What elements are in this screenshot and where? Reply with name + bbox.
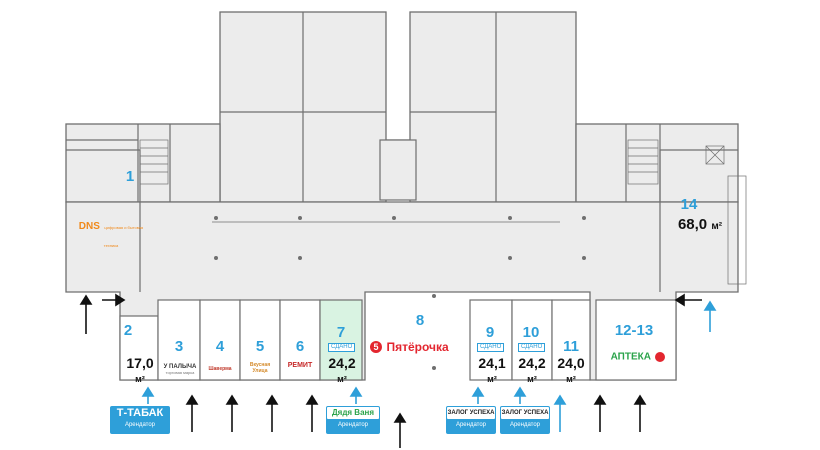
u-palycha-logo: У ПАЛЫЧА торговая марка [163, 364, 197, 375]
unit-area-9: 24,1 м² [478, 355, 506, 384]
tenant-tag-zalog-1: ЗАЛОГ УСПЕХА Арендатор [446, 406, 496, 434]
ramp-right [727, 175, 747, 285]
unit-number-9: 9 [485, 324, 495, 341]
tenant-tag-t-tabak: Т-ТАБАК Арендатор [110, 406, 170, 434]
column [582, 256, 586, 260]
pyaterochka-logo: 5 Пятёрочка [370, 338, 466, 356]
vkusnaya-logo: Вкусная Улица [249, 362, 271, 374]
status-badge-7: СДАНО [328, 343, 356, 352]
elevator [705, 145, 725, 165]
unit-area-14: 68,0 м² [677, 216, 723, 233]
unit-number-7: 7 [336, 324, 346, 341]
room-wing-left [65, 123, 221, 203]
status-badge-10: СДАНО [518, 343, 546, 352]
shop-cell-12-13 [595, 299, 677, 381]
unit-number-3: 3 [174, 338, 184, 355]
room-upper-right [409, 11, 577, 203]
apteka-logo: АПТЕКА [606, 348, 670, 366]
tenant-tag-zalog-2: ЗАЛОГ УСПЕХА Арендатор [500, 406, 550, 434]
shop-cell-6 [279, 299, 321, 381]
unit-number-5: 5 [255, 338, 265, 355]
unit-number-8: 8 [415, 312, 425, 329]
column [432, 366, 436, 370]
unit-number-12-13: 12-13 [614, 322, 654, 339]
column [214, 256, 218, 260]
unit-number-11: 11 [563, 338, 579, 355]
tenant-tag-dyadya: Дядя Ваня Арендатор [326, 406, 380, 434]
remit-logo: РЕМИТ [287, 362, 313, 369]
apteka-badge-icon [655, 351, 666, 362]
shop-cell-10 [511, 299, 553, 381]
unit-area-2: 17,0 м² [126, 355, 154, 384]
elevator-cross [705, 145, 725, 165]
column [298, 256, 302, 260]
dns-logo: DNS цифровая и бытовая техника [78, 221, 144, 248]
stairs-left [139, 139, 169, 185]
column [392, 216, 396, 220]
shawarma-logo: Шаверма [208, 366, 232, 372]
shop-cell-11 [551, 299, 591, 381]
column [214, 216, 218, 220]
shop-cell-7 [319, 299, 363, 381]
column [508, 216, 512, 220]
unit-number-6: 6 [295, 338, 305, 355]
unit-number-2: 2 [123, 322, 133, 339]
column [432, 294, 436, 298]
unit-area-7: 24,2 м² [328, 355, 356, 384]
column [508, 256, 512, 260]
unit-number-14: 14 [680, 196, 698, 213]
pyaterochka-circle-icon: 5 [370, 340, 382, 353]
unit-number-1: 1 [125, 168, 135, 185]
shop-cell-4 [199, 299, 241, 381]
shop-cell-2 [119, 315, 159, 381]
unit-number-10: 10 [522, 324, 540, 341]
shop-cell-9 [469, 299, 513, 381]
stairs-right [627, 139, 659, 185]
unit-14-walls [659, 149, 738, 292]
unit-area-11: 24,0 м² [557, 355, 585, 384]
column [582, 216, 586, 220]
status-badge-9: СДАНО [477, 343, 505, 352]
wc-room [379, 139, 417, 201]
column [298, 216, 302, 220]
unit-area-10: 24,2 м² [518, 355, 546, 384]
unit-number-4: 4 [215, 338, 225, 355]
room-wing-right [575, 123, 739, 203]
